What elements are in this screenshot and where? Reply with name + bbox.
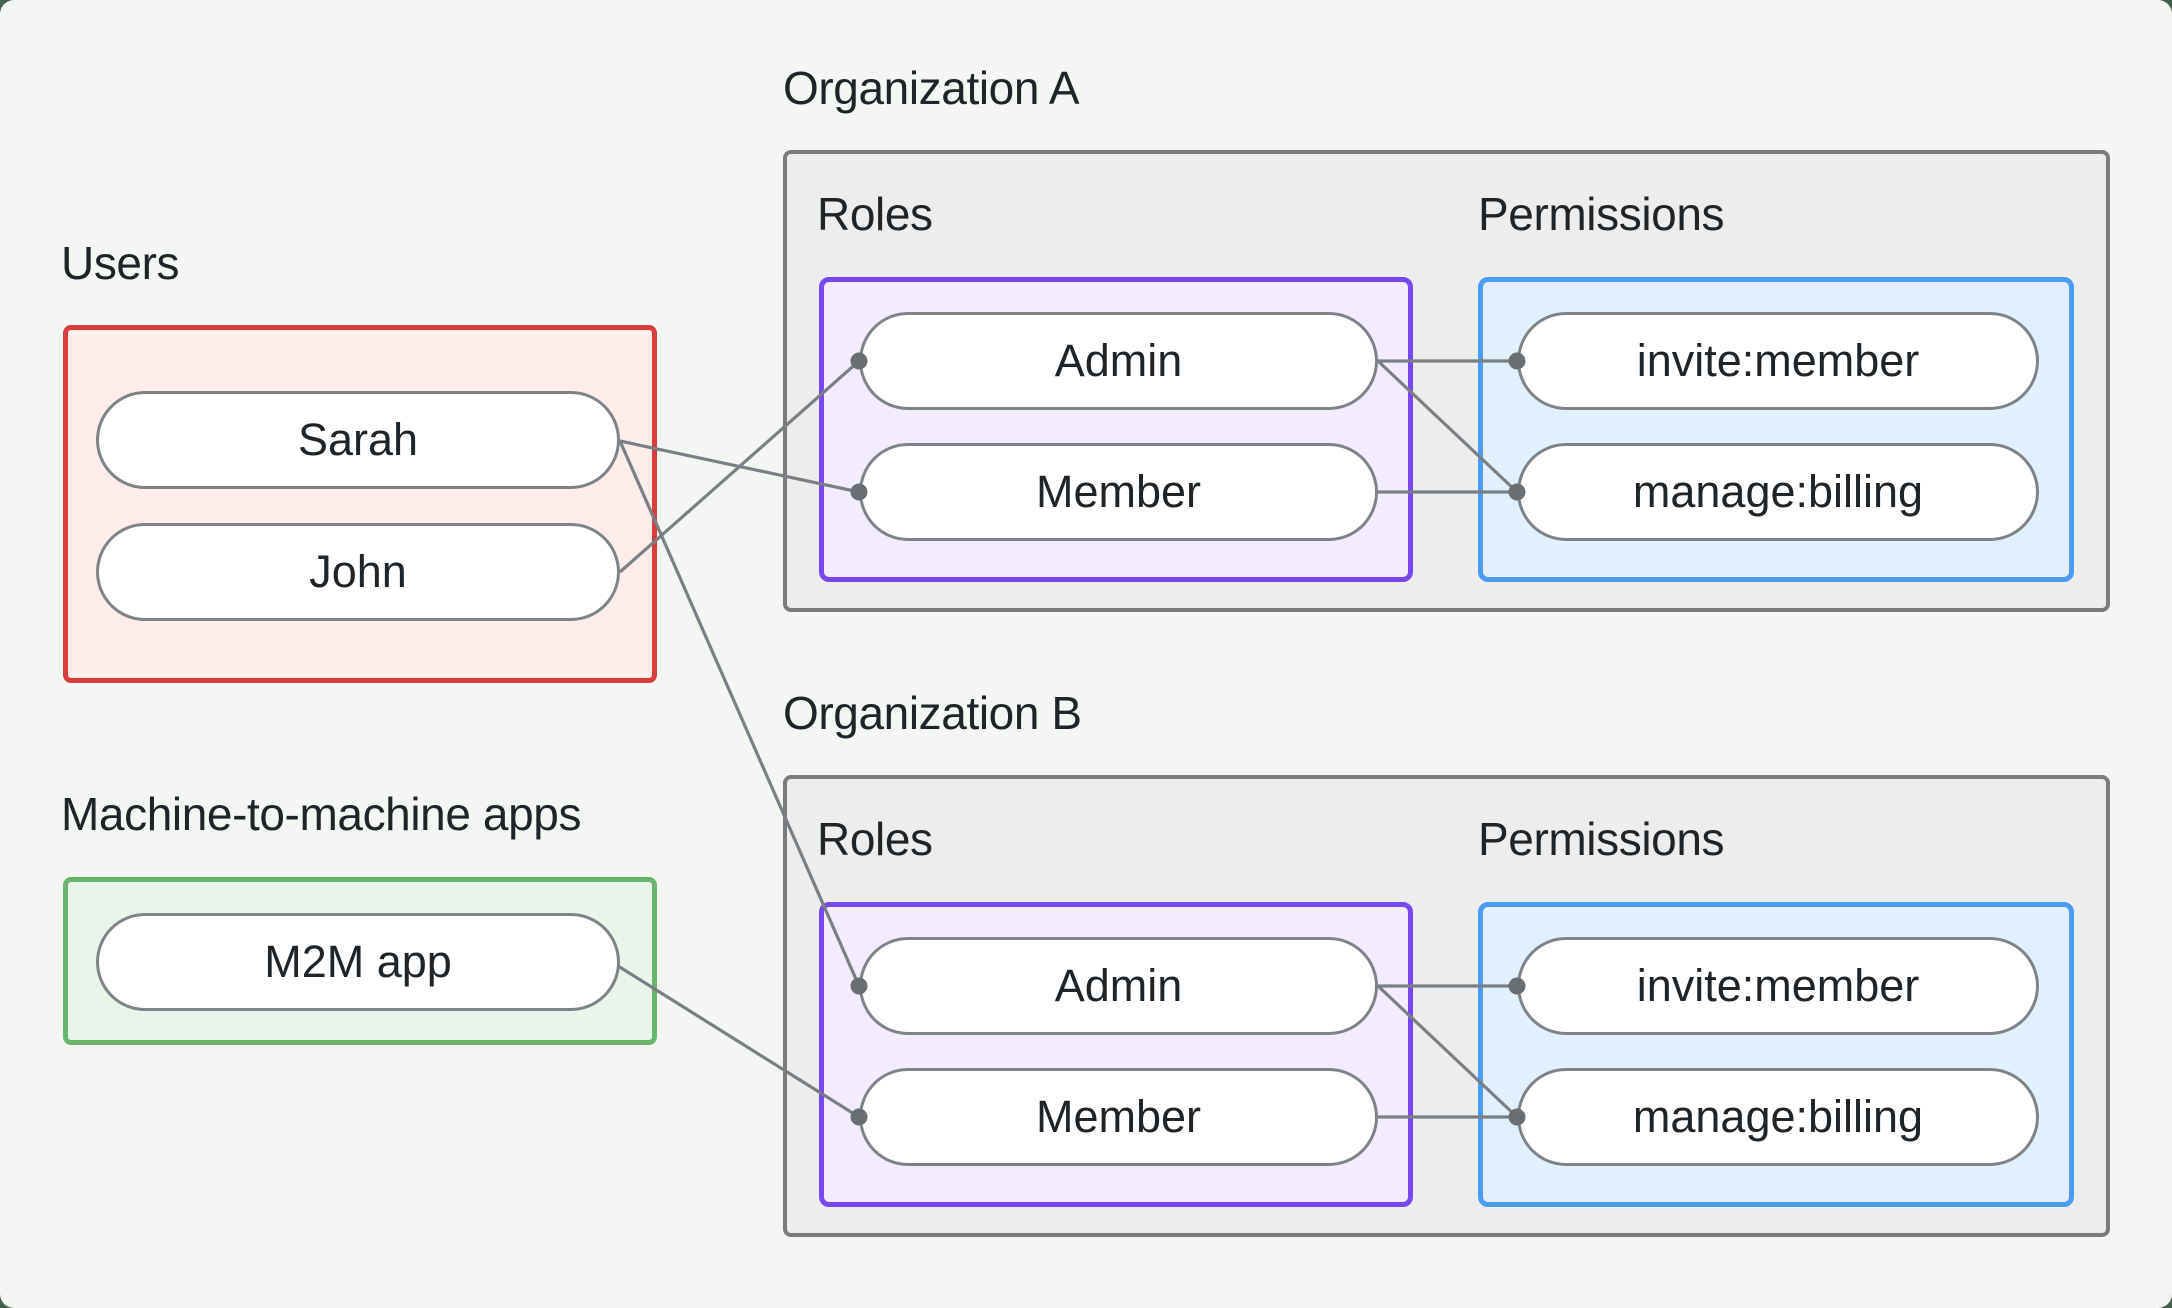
org-a-roles-label: Roles [817, 188, 933, 240]
users-group-box [63, 325, 657, 683]
org-b-permission-pill-invite-member: invite:member [1517, 937, 2039, 1035]
org-b-permission-pill-manage-billing: manage:billing [1517, 1068, 2039, 1166]
user-pill-john: John [96, 523, 620, 621]
users-section-title: Users [61, 237, 180, 289]
org-a-permissions-label: Permissions [1478, 188, 1725, 240]
org-a-role-pill-member: Member [859, 443, 1378, 541]
user-pill-sarah: Sarah [96, 391, 620, 489]
org-a-permission-pill-manage-billing: manage:billing [1517, 443, 2039, 541]
org-b-roles-label: Roles [817, 813, 933, 865]
org-a-title: Organization A [783, 62, 1080, 114]
org-b-role-pill-admin: Admin [859, 937, 1378, 1035]
m2m-section-title: Machine-to-machine apps [61, 788, 582, 840]
org-a-permission-pill-invite-member: invite:member [1517, 312, 2039, 410]
org-b-title: Organization B [783, 687, 1082, 739]
org-b-role-pill-member: Member [859, 1068, 1378, 1166]
m2m-app-pill: M2M app [96, 913, 620, 1011]
org-a-role-pill-admin: Admin [859, 312, 1378, 410]
org-b-permissions-label: Permissions [1478, 813, 1725, 865]
